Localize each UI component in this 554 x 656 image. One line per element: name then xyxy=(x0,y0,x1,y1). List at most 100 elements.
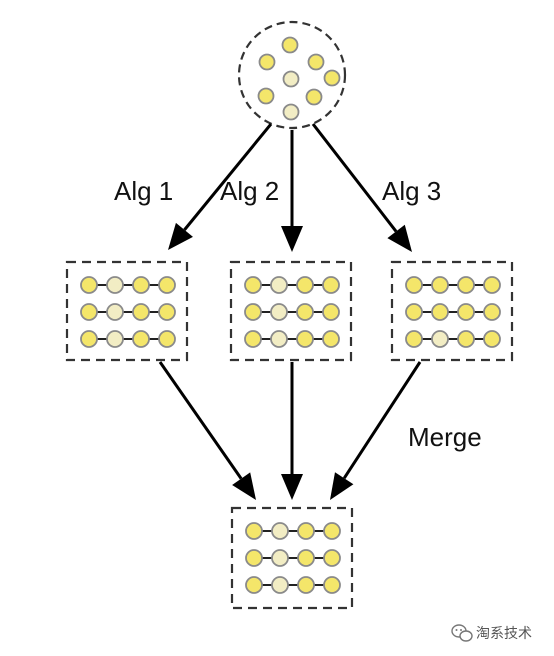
alg3-result-group xyxy=(390,260,514,362)
row-node xyxy=(296,330,314,348)
row-node xyxy=(271,549,289,567)
row-node xyxy=(322,330,340,348)
node-row xyxy=(80,276,176,294)
merge-label: Merge xyxy=(408,422,482,452)
edge-alg3-to-merge xyxy=(330,361,422,500)
edge-to-alg2 xyxy=(281,130,303,252)
row-node xyxy=(270,330,288,348)
cluster-node xyxy=(258,53,276,71)
edge-alg1-to-merge xyxy=(158,361,256,500)
source-cluster-nodes xyxy=(257,36,341,121)
row-node xyxy=(323,576,341,594)
group-border xyxy=(229,260,353,362)
edge-line xyxy=(342,361,422,480)
row-node xyxy=(296,276,314,294)
cluster-node xyxy=(323,69,341,87)
source-cluster xyxy=(237,20,347,130)
row-node xyxy=(245,549,263,567)
row-node xyxy=(431,303,449,321)
row-node xyxy=(457,276,475,294)
row-node xyxy=(158,303,176,321)
row-node xyxy=(322,276,340,294)
node-row xyxy=(405,330,501,348)
row-node xyxy=(431,276,449,294)
merged-result-group xyxy=(230,506,354,610)
row-node xyxy=(244,276,262,294)
group-border xyxy=(230,506,354,610)
row-node xyxy=(323,522,341,540)
arrowhead xyxy=(281,226,303,252)
cluster-node xyxy=(257,87,275,105)
arrowhead xyxy=(168,222,193,250)
row-node xyxy=(431,330,449,348)
edge-line xyxy=(158,361,243,480)
row-node xyxy=(270,276,288,294)
alg3-label: Alg 3 xyxy=(382,176,441,206)
edge-alg2-to-merge xyxy=(281,362,303,500)
alg2-label: Alg 2 xyxy=(220,176,279,206)
cluster-node xyxy=(282,103,300,121)
group-border xyxy=(390,260,514,362)
edge-to-alg3 xyxy=(311,123,412,252)
source-cluster-border xyxy=(237,20,347,130)
row-node xyxy=(297,522,315,540)
row-node xyxy=(245,522,263,540)
row-node xyxy=(271,522,289,540)
watermark-text: 淘系技术 xyxy=(476,626,532,642)
row-node xyxy=(457,330,475,348)
node-row xyxy=(245,576,341,594)
row-node xyxy=(483,303,501,321)
wechat-icon xyxy=(451,624,473,642)
result-groups xyxy=(65,260,514,610)
row-node xyxy=(132,276,150,294)
row-node xyxy=(405,330,423,348)
cluster-node xyxy=(281,36,299,54)
row-node xyxy=(270,303,288,321)
node-row xyxy=(80,303,176,321)
node-row xyxy=(244,303,340,321)
group-border xyxy=(65,260,189,362)
row-node xyxy=(158,330,176,348)
row-node xyxy=(244,303,262,321)
cluster-node xyxy=(307,53,325,71)
arrowhead xyxy=(387,224,412,252)
row-node xyxy=(483,330,501,348)
row-node xyxy=(106,303,124,321)
edge-line xyxy=(311,123,398,233)
node-row xyxy=(244,276,340,294)
row-node xyxy=(106,276,124,294)
cluster-node xyxy=(282,70,300,88)
alg1-result-group xyxy=(65,260,189,362)
row-node xyxy=(297,576,315,594)
row-node xyxy=(245,576,263,594)
row-node xyxy=(405,276,423,294)
node-row xyxy=(80,330,176,348)
arrowhead xyxy=(232,472,256,500)
row-node xyxy=(271,576,289,594)
row-node xyxy=(483,276,501,294)
row-node xyxy=(80,276,98,294)
row-node xyxy=(297,549,315,567)
row-node xyxy=(405,303,423,321)
watermark: 淘系技术 xyxy=(451,624,532,642)
node-row xyxy=(405,276,501,294)
row-node xyxy=(80,303,98,321)
row-node xyxy=(132,303,150,321)
arrowhead xyxy=(330,472,354,500)
edge-line xyxy=(183,123,273,231)
node-row xyxy=(245,549,341,567)
edges xyxy=(158,123,422,500)
edge-to-alg1 xyxy=(168,123,273,250)
row-node xyxy=(296,303,314,321)
row-node xyxy=(323,549,341,567)
row-node xyxy=(322,303,340,321)
row-node xyxy=(106,330,124,348)
row-node xyxy=(457,303,475,321)
row-node xyxy=(80,330,98,348)
row-node xyxy=(132,330,150,348)
node-row xyxy=(245,522,341,540)
cluster-node xyxy=(305,88,323,106)
row-node xyxy=(244,330,262,348)
node-row xyxy=(244,330,340,348)
